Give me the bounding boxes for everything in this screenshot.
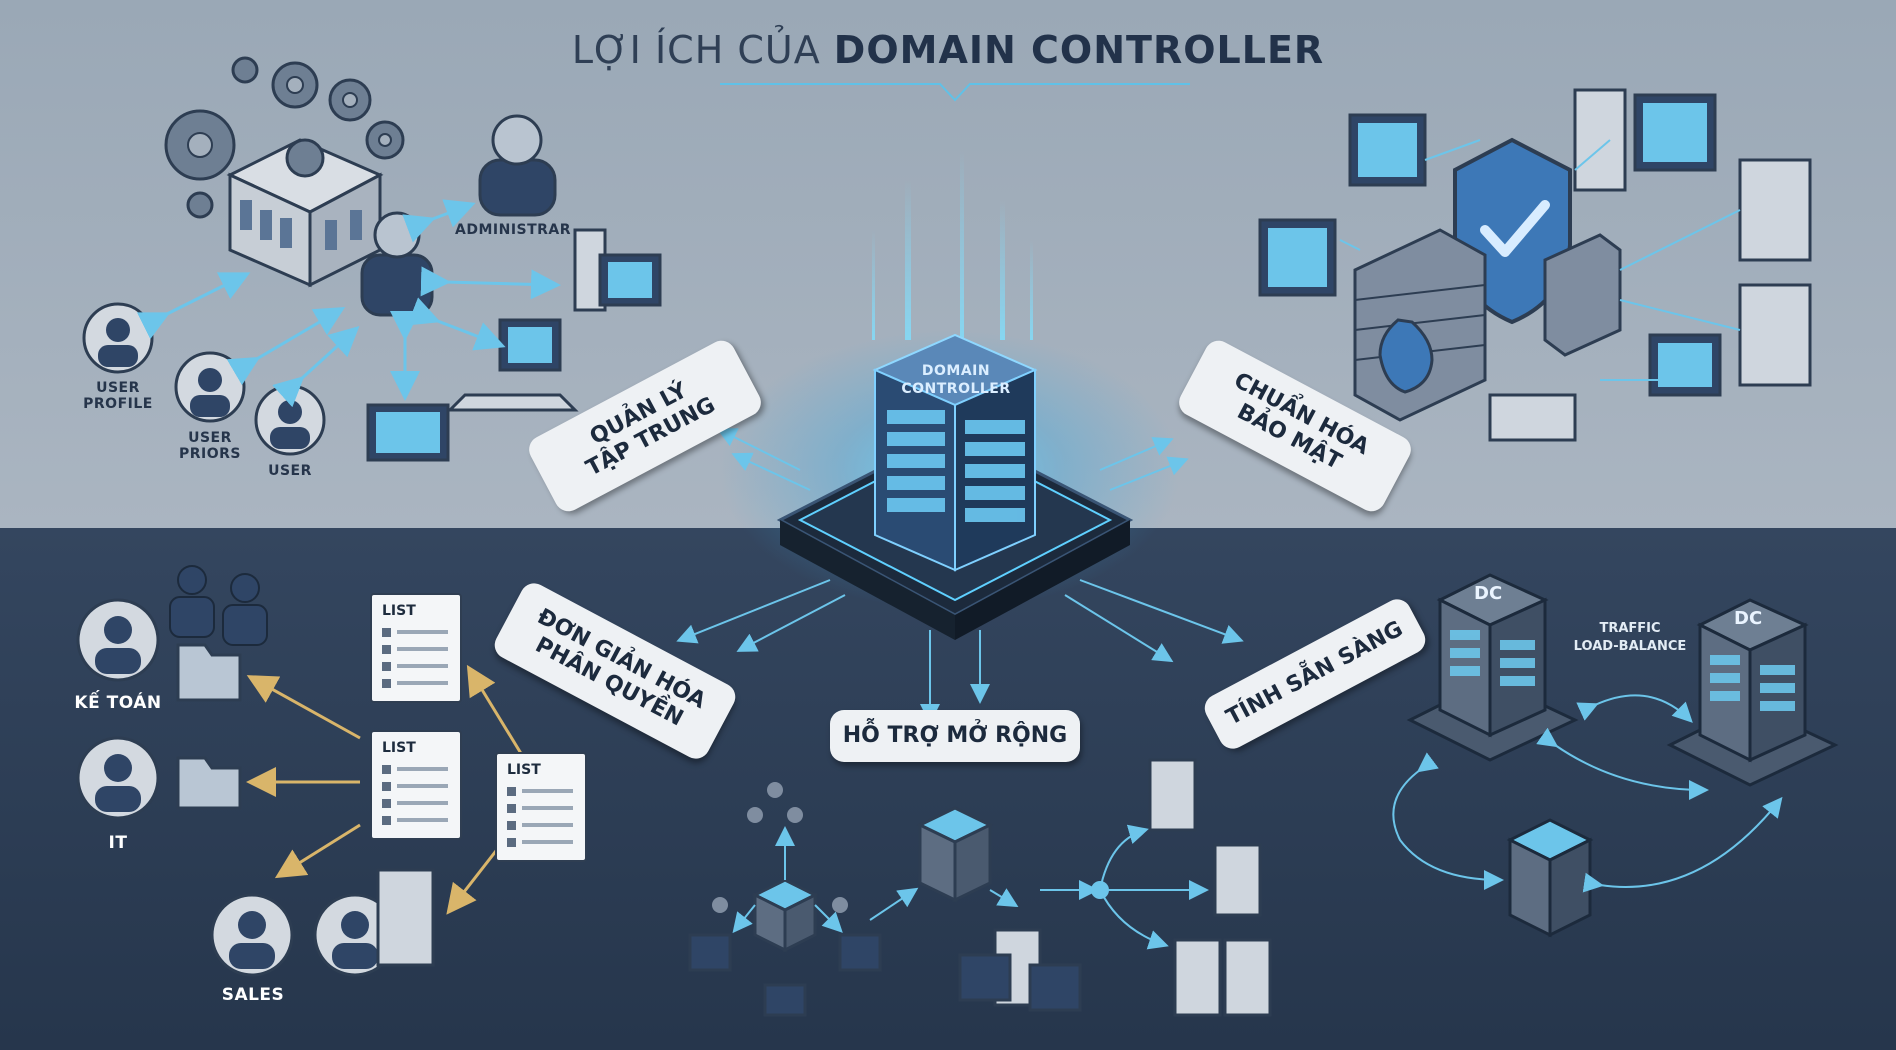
group-sales-label: SALES	[221, 985, 285, 1005]
traffic-line2: LOAD-BALANCE	[1573, 639, 1687, 654]
group-accounting-label: KẾ TOÁN	[74, 693, 162, 713]
benefit-scalability-line1: HỖ TRỢ MỞ RỘNG	[842, 723, 1068, 748]
user-priors-line1: USER	[188, 430, 232, 446]
list-title: LIST	[382, 740, 416, 756]
user-priors-line2: PRIORS	[178, 446, 241, 462]
traffic-line1: TRAFFIC	[1599, 621, 1661, 636]
title-emphasis: DOMAIN CONTROLLER	[833, 28, 1325, 72]
dc-secondary-label: DC	[1734, 608, 1763, 629]
permission-list-doc: LIST	[495, 752, 587, 862]
list-title: LIST	[382, 603, 416, 619]
dc-primary-label: DC	[1474, 583, 1503, 604]
user-line1: USER	[268, 463, 312, 479]
user-profile-label: USER PROFILE	[70, 380, 166, 412]
admin-label: ADMINISTRAR	[455, 222, 572, 238]
domain-controller-line2: CONTROLLER	[901, 381, 1011, 397]
user-profile-line1: USER	[96, 380, 140, 396]
title-prefix: LỢI ÍCH CỦA	[571, 28, 821, 72]
permission-list-doc: LIST	[370, 593, 462, 703]
permission-list-doc: LIST	[370, 730, 462, 840]
page-title: LỢI ÍCH CỦA DOMAIN CONTROLLER	[0, 28, 1896, 72]
traffic-label: TRAFFIC LOAD-BALANCE	[1560, 620, 1700, 656]
user-label: USER	[242, 463, 338, 479]
user-profile-line2: PROFILE	[83, 396, 153, 412]
domain-controller-line1: DOMAIN	[921, 363, 991, 379]
benefit-scalability: HỖ TRỢ MỞ RỘNG	[830, 710, 1080, 762]
list-title: LIST	[507, 762, 541, 778]
domain-controller-label: DOMAIN CONTROLLER	[886, 362, 1026, 398]
user-priors-label: USER PRIORS	[162, 430, 258, 462]
group-it-label: IT	[108, 833, 128, 853]
